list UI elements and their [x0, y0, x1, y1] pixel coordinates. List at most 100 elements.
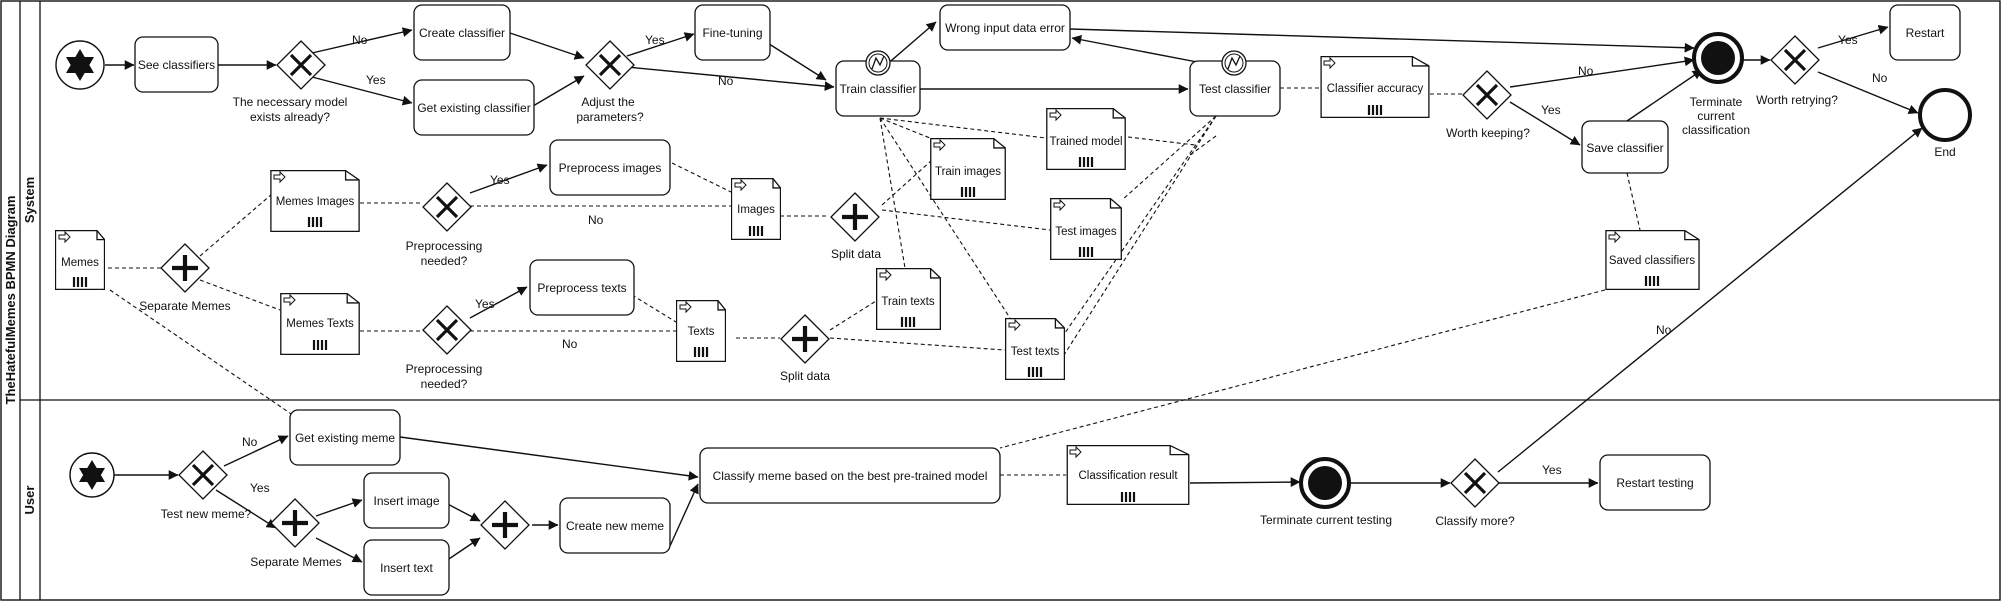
gateway-preprocessing-texts[interactable]: Preprocessing needed?: [406, 305, 483, 391]
task-insert-text[interactable]: Insert text: [363, 539, 450, 596]
svg-text:Restart testing: Restart testing: [1616, 476, 1693, 490]
data-memes-images[interactable]: Memes Images: [270, 170, 360, 232]
gateway-split-data-images[interactable]: Split data: [831, 193, 881, 261]
arrow-icon: [1053, 198, 1066, 212]
label-yes: Yes: [366, 73, 386, 87]
end-event-terminate-testing[interactable]: Terminate current testing: [1260, 457, 1392, 527]
data-classifier-accuracy[interactable]: Classifier accuracy: [1320, 56, 1430, 118]
task-test-classifier[interactable]: Test classifier: [1189, 50, 1281, 117]
gateway-split-data-texts[interactable]: Split data: [780, 315, 830, 383]
task-insert-image[interactable]: Insert image: [363, 472, 450, 529]
collection-icon: [1027, 367, 1043, 377]
svg-text:Test new meme?: Test new meme?: [161, 507, 252, 521]
svg-text:Terminate: Terminate: [1690, 95, 1743, 109]
associations: [108, 87, 1641, 476]
svg-text:exists already?: exists already?: [250, 110, 330, 124]
collection-icon: [72, 277, 88, 287]
collection-icon: [307, 217, 323, 227]
label-no: No: [588, 213, 604, 227]
label-yes: Yes: [1838, 33, 1858, 47]
gateway-classify-more[interactable]: Classify more?: [1435, 458, 1515, 528]
svg-text:Restart: Restart: [1906, 26, 1945, 40]
svg-text:Classification result: Classification result: [1078, 470, 1178, 482]
data-test-images[interactable]: Test images: [1050, 198, 1122, 260]
arrow-icon: [1069, 445, 1082, 459]
arrow-icon: [734, 178, 747, 192]
task-preprocess-images[interactable]: Preprocess images: [549, 139, 671, 196]
svg-text:Split data: Split data: [831, 247, 881, 261]
task-save-classifier[interactable]: Save classifier: [1581, 120, 1669, 174]
end-event-terminate-classification[interactable]: Terminate current classification: [1682, 32, 1750, 137]
data-trained-model[interactable]: Trained model: [1046, 108, 1126, 170]
task-preprocess-texts[interactable]: Preprocess texts: [529, 259, 635, 316]
arrow-icon: [933, 138, 946, 152]
label-yes: Yes: [250, 481, 270, 495]
task-classify-meme[interactable]: Classify meme based on the best pre-trai…: [699, 447, 1001, 504]
label-no: No: [1656, 323, 1672, 337]
task-train-classifier[interactable]: Train classifier: [835, 50, 921, 117]
collection-icon: [1120, 492, 1136, 502]
start-event-system[interactable]: [55, 40, 105, 90]
arrow-icon: [1049, 108, 1062, 122]
svg-text:current: current: [1697, 109, 1735, 123]
svg-text:Worth keeping?: Worth keeping?: [1446, 126, 1530, 140]
task-restart[interactable]: Restart: [1889, 4, 1961, 61]
data-memes-texts[interactable]: Memes Texts: [280, 293, 360, 355]
arrow-icon: [879, 268, 892, 282]
task-see-classifiers[interactable]: See classifiers: [134, 36, 219, 93]
label-yes: Yes: [1542, 463, 1562, 477]
data-train-texts[interactable]: Train texts: [876, 268, 941, 330]
lane-user-label: User: [22, 486, 37, 515]
collection-icon: [900, 317, 916, 327]
arrow-icon: [1608, 230, 1621, 244]
label-no: No: [352, 33, 368, 47]
svg-text:needed?: needed?: [421, 254, 468, 268]
task-create-new-meme[interactable]: Create new meme: [559, 497, 671, 554]
gateway-worth-retrying[interactable]: Worth retrying?: [1756, 35, 1838, 107]
svg-text:Wrong input data error: Wrong input data error: [945, 21, 1065, 35]
gateway-separate-memes-user[interactable]: Separate Memes: [250, 499, 342, 569]
data-saved-classifiers[interactable]: Saved classifiers: [1605, 230, 1700, 290]
collection-icon: [1078, 157, 1094, 167]
arrow-icon: [679, 300, 692, 314]
svg-text:Create new meme: Create new meme: [566, 519, 664, 533]
gateway-model-exists[interactable]: The necessary model exists already?: [233, 40, 348, 124]
svg-text:Test texts: Test texts: [1011, 346, 1060, 358]
task-get-existing-meme[interactable]: Get existing meme: [289, 409, 401, 466]
task-fine-tuning[interactable]: Fine-tuning: [694, 4, 771, 61]
svg-text:Classify meme based on the bes: Classify meme based on the best pre-trai…: [713, 469, 988, 483]
label-yes: Yes: [1541, 103, 1561, 117]
svg-text:Texts: Texts: [688, 326, 715, 338]
svg-text:End: End: [1934, 145, 1955, 159]
data-test-texts[interactable]: Test texts: [1005, 318, 1065, 380]
start-event-user[interactable]: [69, 452, 115, 498]
gateway-test-new-meme[interactable]: Test new meme?: [161, 450, 252, 521]
data-classification-result[interactable]: Classification result: [1066, 445, 1190, 505]
gateway-worth-keeping[interactable]: Worth keeping?: [1446, 70, 1530, 140]
label-yes: Yes: [490, 173, 510, 187]
gateway-adjust-parameters[interactable]: Adjust the parameters?: [576, 40, 644, 124]
end-event-end[interactable]: End: [1918, 88, 1972, 159]
task-restart-testing[interactable]: Restart testing: [1599, 454, 1711, 511]
svg-text:Memes: Memes: [61, 257, 99, 269]
pool-title: TheHatefulMemes BPMN Diagram: [3, 196, 18, 405]
arrow-icon: [1323, 56, 1336, 70]
task-wrong-input-data-error[interactable]: Wrong input data error: [939, 4, 1071, 51]
gateway-join-meme[interactable]: [481, 501, 529, 549]
data-images[interactable]: Images: [731, 178, 781, 240]
data-memes[interactable]: Memes: [55, 230, 105, 290]
gateway-preprocessing-images[interactable]: Preprocessing needed?: [406, 182, 483, 268]
svg-text:Insert image: Insert image: [373, 494, 439, 508]
task-create-classifier[interactable]: Create classifier: [413, 4, 511, 61]
gateway-separate-memes-system[interactable]: Separate Memes: [139, 244, 231, 313]
svg-text:Get existing meme: Get existing meme: [295, 431, 395, 445]
collection-icon: [748, 226, 764, 236]
sequence-flows: [105, 21, 1923, 566]
task-get-existing-classifier[interactable]: Get existing classifier: [413, 79, 535, 136]
data-train-images[interactable]: Train images: [930, 138, 1006, 200]
svg-text:Preprocess texts: Preprocess texts: [537, 281, 626, 295]
svg-text:Preprocessing: Preprocessing: [406, 239, 483, 253]
data-texts[interactable]: Texts: [676, 300, 726, 362]
